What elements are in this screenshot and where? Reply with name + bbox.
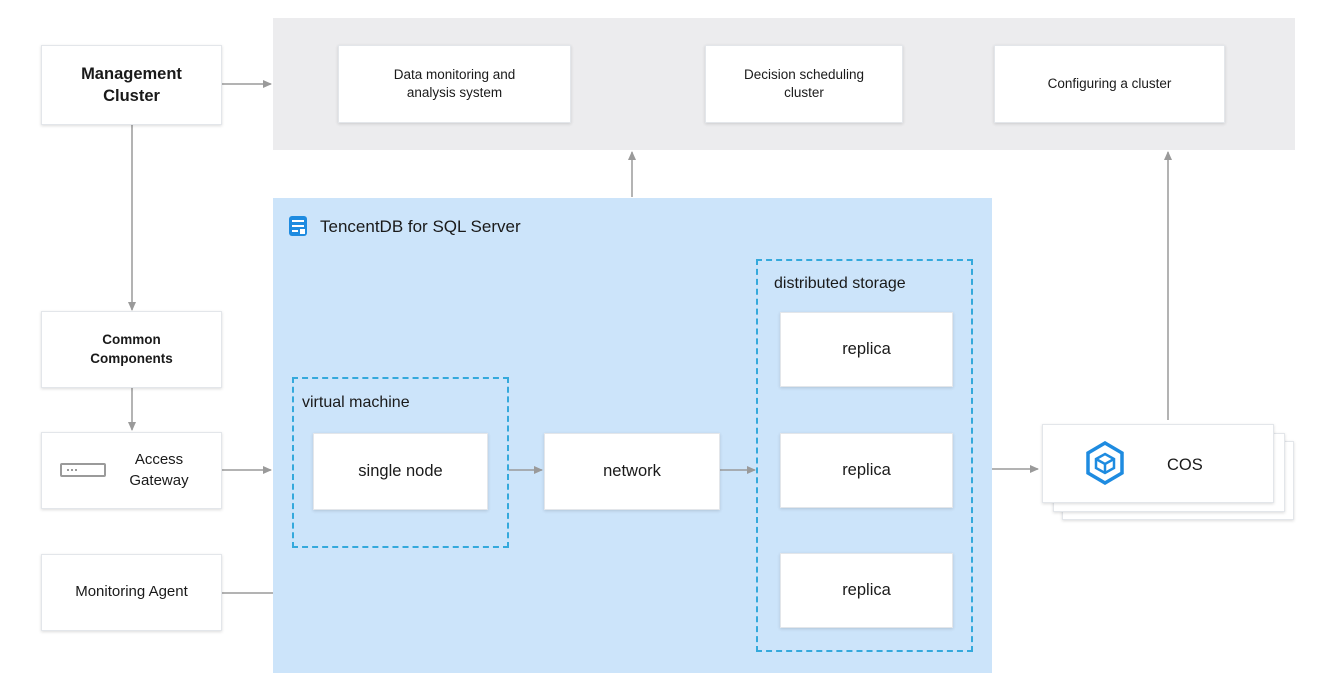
cos-box: COS (1042, 424, 1274, 503)
management-cluster-box: Management Cluster (41, 45, 222, 125)
gateway-device-icon (60, 463, 106, 477)
monitoring-agent-box: Monitoring Agent (41, 554, 222, 631)
cos-label: COS (1167, 456, 1203, 474)
common-components-box: Common Components (41, 311, 222, 388)
database-icon (289, 216, 307, 236)
virtual-machine-label: virtual machine (302, 394, 410, 411)
replica-box-1: replica (780, 312, 953, 387)
distributed-storage-group (756, 259, 973, 652)
single-node-box: single node (313, 433, 488, 510)
network-box: network (544, 433, 720, 510)
data-monitoring-box: Data monitoring and analysis system (338, 45, 571, 123)
distributed-storage-label: distributed storage (774, 275, 906, 292)
replica-box-3: replica (780, 553, 953, 628)
virtual-machine-group (292, 377, 509, 548)
decision-scheduling-box: Decision scheduling cluster (705, 45, 903, 123)
tencentdb-title: TencentDB for SQL Server (320, 217, 521, 236)
access-gateway-label: Access Gateway (129, 451, 189, 489)
cos-cube-icon (1085, 440, 1125, 486)
replica-box-2: replica (780, 433, 953, 508)
configuring-cluster-box: Configuring a cluster (994, 45, 1225, 123)
access-gateway-box: Access Gateway (41, 432, 222, 509)
